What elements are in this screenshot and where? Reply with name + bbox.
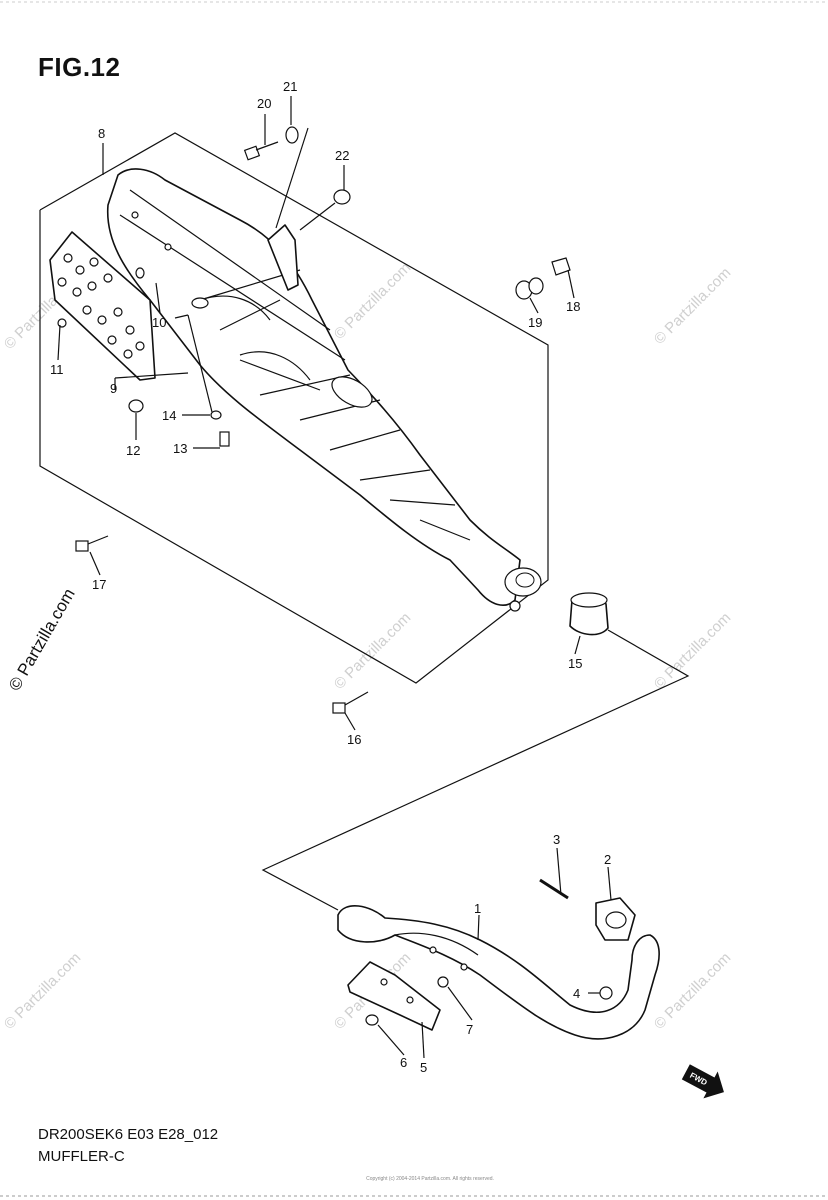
watermark: © Partzilla.com [331,259,414,342]
callout-19: 19 [528,315,542,330]
copyright-note: Copyright (c) 2004-2014 Partzilla.com. A… [366,1176,494,1182]
callout-3: 3 [553,832,560,847]
callout-2: 2 [604,852,611,867]
callout-12: 12 [126,443,140,458]
watermark: © Partzilla.com [5,585,79,694]
leader-lines [57,96,612,1059]
callout-13: 13 [173,441,187,456]
heat-shield-plate [49,231,156,381]
callout-21: 21 [283,79,297,94]
assembly-outline [39,132,549,684]
callout-16: 16 [347,732,361,747]
exhaust-header-pipe [337,878,660,1040]
callout-20: 20 [257,96,271,111]
watermark: © Partzilla.com [1,949,84,1032]
muffler-body [106,168,542,612]
callout-14: 14 [162,408,176,423]
callout-5: 5 [420,1060,427,1075]
callout-22: 22 [335,148,349,163]
callout-7: 7 [466,1022,473,1037]
section-name: MUFFLER-C [38,1148,125,1165]
callout-15: 15 [568,656,582,671]
callout-4: 4 [573,986,580,1001]
watermark: © Partzilla.com [651,264,734,347]
callout-10: 10 [152,315,166,330]
callout-11: 11 [50,362,64,377]
tail-cap [569,592,609,636]
watermark: © Partzilla.com [651,949,734,1032]
callout-9: 9 [110,381,117,396]
model-code: DR200SEK6 E03 E28_012 [38,1126,219,1143]
callout-8: 8 [98,126,105,141]
callout-17: 17 [92,577,106,592]
figure-title: FIG.12 [38,52,121,82]
fwd-arrow-icon: FWD [681,1064,724,1099]
callout-6: 6 [400,1055,407,1070]
callout-1: 1 [474,901,481,916]
watermark: © Partzilla.com [331,609,414,692]
assembly-link-line [261,629,690,911]
callout-18: 18 [566,299,580,314]
callouts: 1 2 3 4 5 6 7 8 9 10 11 12 13 14 15 16 1… [50,79,611,1075]
upper-fasteners [57,126,571,714]
watermark: © Partzilla.com [651,609,734,692]
